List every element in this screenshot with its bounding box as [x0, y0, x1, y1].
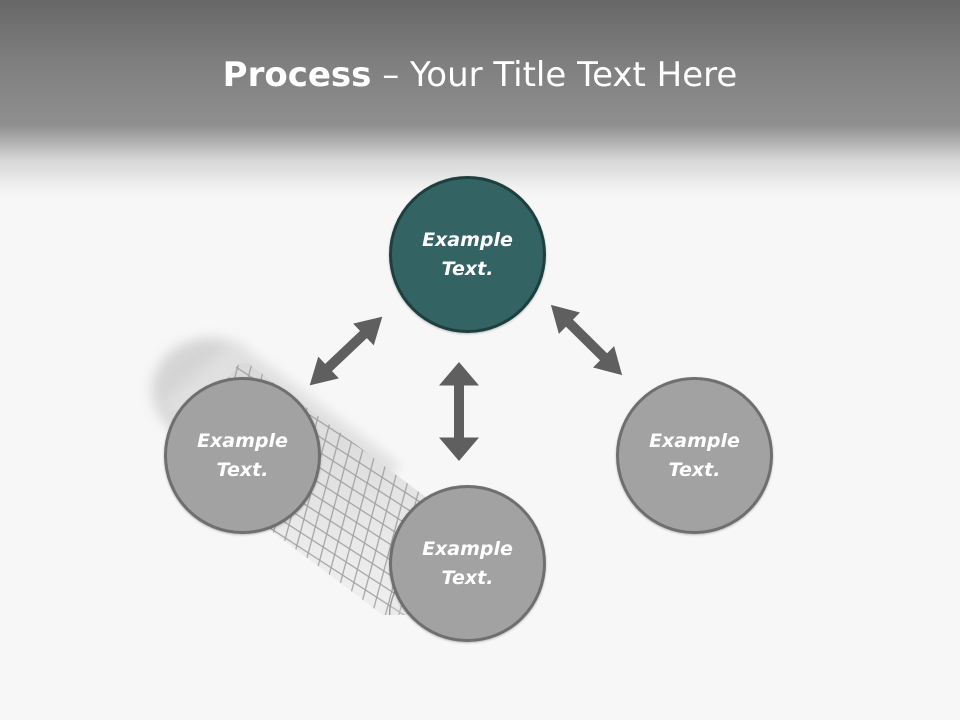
- arrow-top-left: [309, 316, 383, 386]
- process-node-top: Example Text.: [389, 176, 546, 333]
- title-separator: –: [371, 55, 411, 95]
- node-left-label: Example Text.: [197, 429, 288, 481]
- process-node-left: Example Text.: [164, 377, 321, 534]
- node-bottom-label: Example Text.: [422, 537, 513, 589]
- arrow-vertical: [439, 362, 479, 461]
- slide-title: Process – Your Title Text Here: [0, 50, 960, 100]
- node-top-label: Example Text.: [422, 228, 513, 280]
- title-rest: Your Title Text Here: [410, 55, 738, 95]
- arrow-top-right: [550, 304, 623, 376]
- process-node-right: Example Text.: [616, 377, 773, 534]
- node-right-label: Example Text.: [649, 429, 740, 481]
- title-bold: Process: [222, 55, 372, 95]
- title-banner: [0, 0, 960, 200]
- process-node-bottom: Example Text.: [389, 485, 546, 642]
